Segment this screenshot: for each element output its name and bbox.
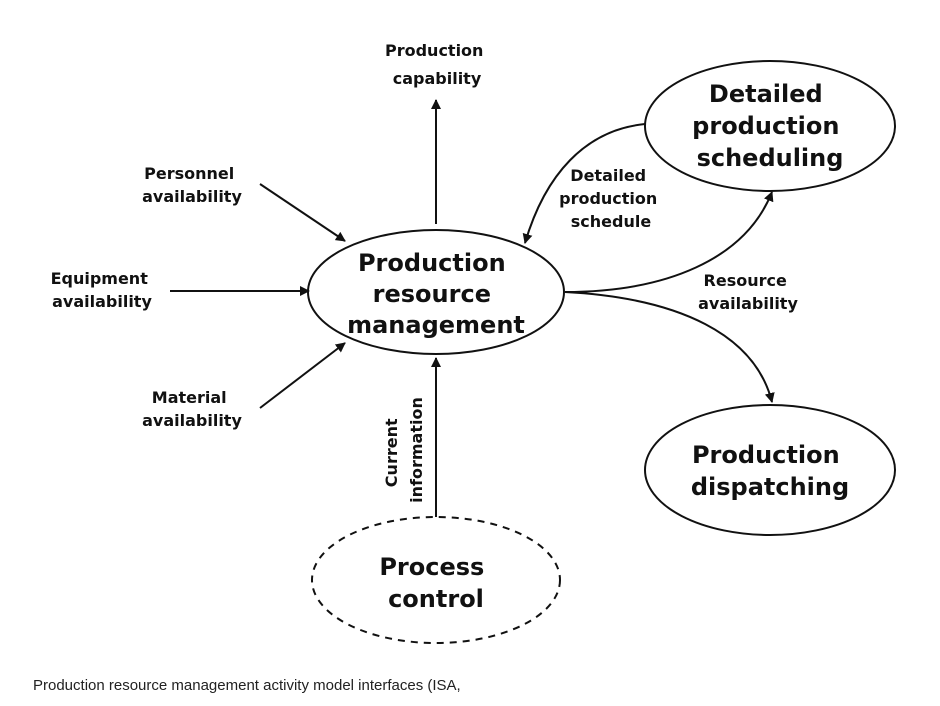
resource-to-scheduling-arrow bbox=[564, 191, 774, 293]
production-capability-label: Production capability bbox=[385, 41, 489, 88]
scheduling-node-label: Detailed production scheduling bbox=[692, 80, 848, 172]
detailed-production-scheduling-node bbox=[644, 60, 896, 192]
resource-to-dispatching-arrow bbox=[564, 291, 775, 403]
detailed-production-schedule-label: Detailed production schedule bbox=[559, 166, 663, 231]
process-control-node bbox=[311, 516, 561, 644]
resource-availability-label: Resource availability bbox=[698, 271, 798, 313]
process-control-node-label: Process control bbox=[379, 553, 492, 613]
dispatching-node-label: Production dispatching bbox=[691, 441, 849, 501]
current-information-label: Current information bbox=[382, 397, 426, 503]
center-node-label: Production resource management bbox=[347, 249, 525, 339]
material-availability-arrow bbox=[259, 342, 346, 409]
figure-caption: Production resource management activity … bbox=[33, 677, 461, 694]
material-availability-label: Material availability bbox=[142, 388, 242, 430]
detailed-production-schedule-arrow bbox=[522, 123, 646, 244]
personnel-availability-label: Personnel availability bbox=[142, 164, 242, 206]
equipment-availability-label: Equipment availability bbox=[51, 269, 154, 311]
production-dispatching-node bbox=[644, 404, 896, 536]
personnel-availability-arrow bbox=[259, 183, 346, 242]
